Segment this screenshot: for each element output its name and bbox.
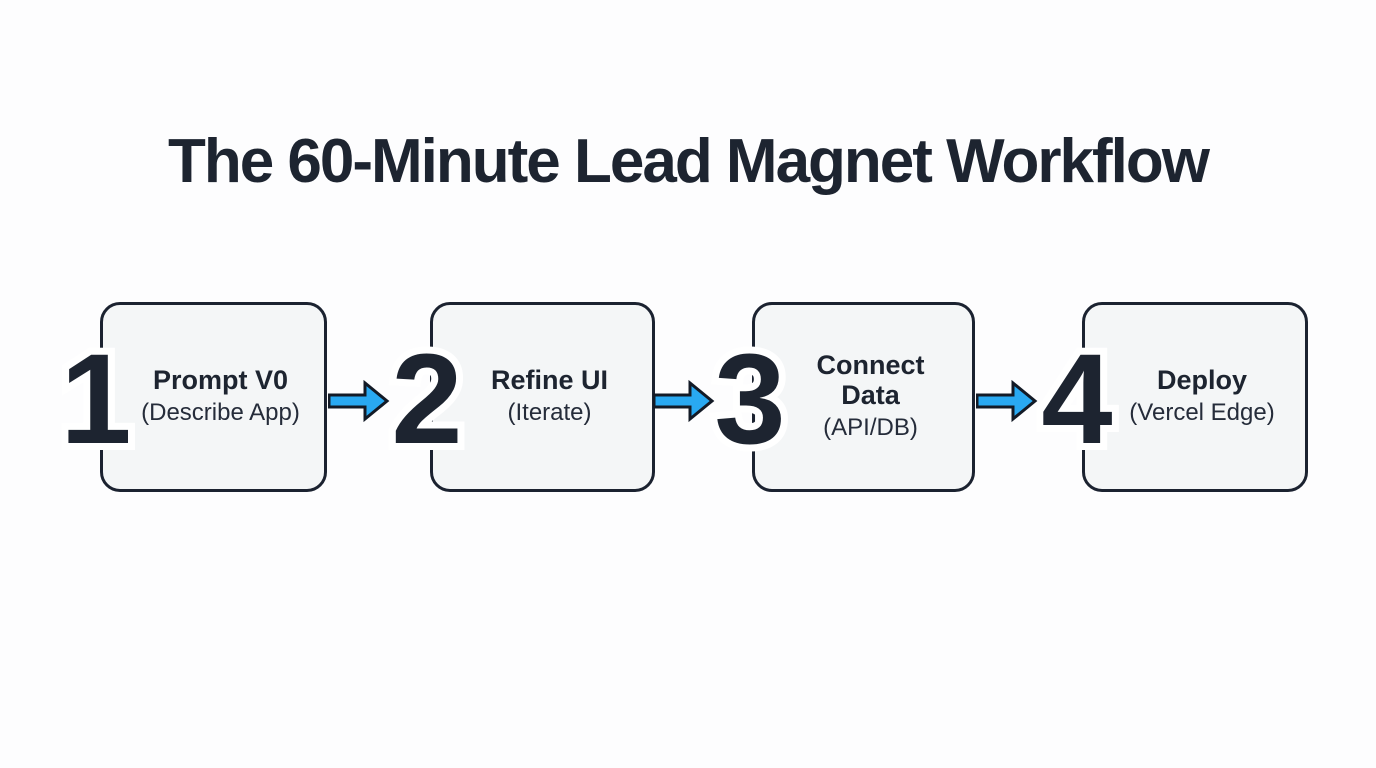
step-number-text: 4	[1041, 328, 1112, 471]
step-number-2: 2 2	[384, 328, 469, 471]
step-number-halo: 3	[707, 328, 792, 471]
step-number-text: 1	[60, 328, 131, 471]
step-subtitle: (Vercel Edge)	[1129, 399, 1275, 427]
right-arrow-icon	[653, 379, 715, 423]
step-subtitle: (API/DB)	[823, 414, 918, 442]
step-number-halo: 4	[1034, 328, 1119, 471]
right-arrow-icon	[976, 379, 1038, 423]
step-number-text: 2	[391, 328, 462, 471]
step-subtitle: (Iterate)	[507, 399, 592, 427]
step-box-1: Prompt V0 (Describe App)	[100, 302, 327, 492]
step-box-4: Deploy (Vercel Edge)	[1082, 302, 1308, 492]
step-title: Refine UI	[490, 364, 609, 395]
step-number-halo: 2	[384, 328, 469, 471]
step-title: Deploy	[1156, 364, 1248, 395]
step-number-text: 3	[714, 328, 785, 471]
step-number-halo: 1	[53, 328, 138, 471]
step-number-1: 1 1	[53, 328, 138, 471]
step-box-3: Connect Data (API/DB)	[752, 302, 975, 492]
right-arrow-icon	[328, 379, 390, 423]
step-number-4: 4 4	[1034, 328, 1119, 471]
page-title: The 60-Minute Lead Magnet Workflow	[167, 127, 1210, 196]
step-number-3: 3 3	[707, 328, 792, 471]
step-subtitle: (Describe App)	[141, 399, 300, 427]
step-box-2: Refine UI (Iterate)	[430, 302, 655, 492]
step-title: Prompt V0	[152, 364, 289, 395]
step-title: Connect Data	[816, 349, 925, 410]
